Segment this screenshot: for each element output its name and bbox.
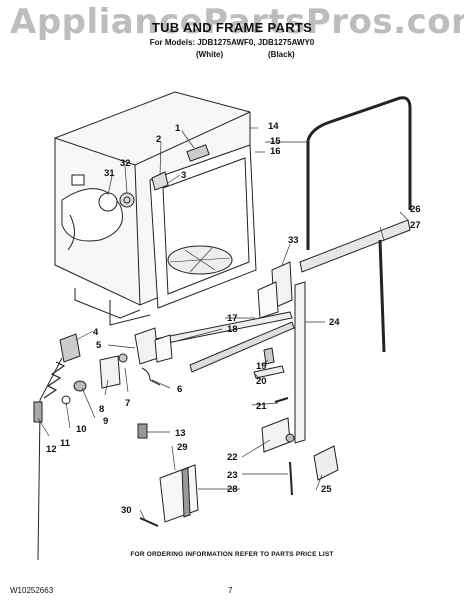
foot-19	[263, 347, 275, 365]
callout-19: 19	[256, 361, 267, 372]
callout-21: 21	[256, 401, 267, 412]
variant-white-label: (White)	[196, 50, 224, 59]
screw-30	[139, 517, 159, 527]
bracket-4	[59, 333, 81, 363]
callout-11: 11	[60, 438, 71, 449]
link-6	[141, 367, 161, 386]
screw-21	[274, 397, 289, 403]
spring-12	[37, 357, 63, 561]
model-list: For Models: JDB1275AWF0, JDB1275AWY0	[149, 38, 315, 47]
callout-14: 14	[268, 121, 279, 132]
callout-15: 15	[270, 136, 281, 147]
callout-9: 9	[103, 416, 108, 427]
watermark-logo: AppliancePartsPros.com	[10, 2, 464, 42]
bracket-5	[134, 327, 159, 365]
hinge-plate-8	[99, 355, 121, 389]
plate-20	[253, 365, 285, 379]
callout-7: 7	[125, 398, 130, 409]
callout-1: 1	[175, 123, 181, 134]
rails	[149, 311, 295, 373]
clip-13	[137, 423, 148, 439]
callout-12: 12	[46, 444, 57, 455]
callout-23: 23	[227, 470, 238, 481]
callout-17: 17	[227, 313, 238, 324]
trim-strips	[299, 219, 411, 353]
hinge-bracket-28-29	[159, 464, 199, 523]
callout-4: 4	[93, 327, 99, 338]
callout-3: 3	[181, 170, 186, 181]
callout-22: 22	[227, 452, 238, 463]
callout-27: 27	[410, 220, 421, 231]
page-number: 7	[228, 586, 233, 595]
callout-25: 25	[321, 484, 332, 495]
callout-31: 31	[104, 168, 115, 179]
callout-10: 10	[76, 424, 87, 435]
bracket-25	[313, 445, 339, 481]
door-gasket	[306, 96, 412, 250]
callout-16: 16	[270, 146, 281, 157]
callout-30: 30	[121, 505, 132, 516]
callout-20: 20	[256, 376, 267, 387]
callout-33: 33	[288, 235, 299, 246]
callout-5: 5	[96, 340, 102, 351]
callout-32: 32	[120, 158, 131, 169]
callout-2: 2	[156, 134, 161, 145]
side-panel-24	[294, 281, 306, 444]
callout-8: 8	[99, 404, 104, 415]
callout-13: 13	[175, 428, 186, 439]
tub-assembly	[54, 91, 257, 326]
ordering-note: FOR ORDERING INFORMATION REFER TO PARTS …	[130, 551, 334, 558]
page-title: TUB AND FRAME PARTS	[151, 20, 313, 35]
screw-23	[289, 461, 293, 496]
callout-24: 24	[329, 317, 340, 328]
callout-18: 18	[227, 324, 238, 335]
document-number: W10252663	[10, 586, 54, 595]
bracket-22	[261, 417, 291, 453]
callout-26: 26	[410, 204, 421, 215]
variant-black-label: (Black)	[268, 50, 295, 59]
callout-28: 28	[227, 484, 238, 495]
callout-6: 6	[177, 384, 182, 395]
callout-29: 29	[177, 442, 188, 453]
